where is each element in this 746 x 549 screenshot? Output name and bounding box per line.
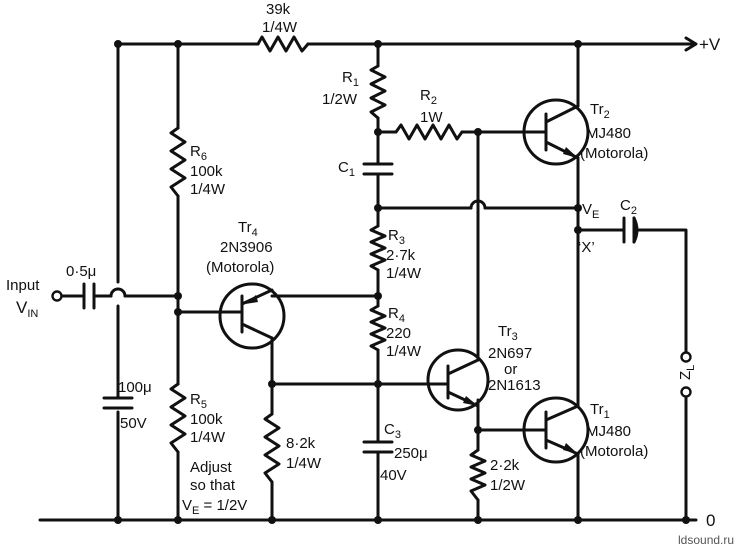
input-label: Input xyxy=(6,277,40,294)
load-label: ZL xyxy=(677,365,697,380)
transistor-tr1 xyxy=(522,396,590,464)
r22-power: 1/2W xyxy=(490,477,526,494)
ground-label: 0 xyxy=(706,511,715,530)
r6-value: 100k xyxy=(190,163,223,180)
ve-label: VE xyxy=(582,201,599,221)
c3-label: C3 xyxy=(384,421,401,441)
input-terminal xyxy=(51,290,63,302)
tr2-label: Tr2 xyxy=(590,101,610,121)
transistor-tr3 xyxy=(426,348,490,412)
load-terminal-top xyxy=(680,351,692,363)
tr1-maker: (Motorola) xyxy=(580,443,648,460)
capacitor-c2 xyxy=(622,216,639,244)
c2-label: C2 xyxy=(620,197,637,217)
transistor-tr2 xyxy=(522,98,590,166)
resistor-r3 xyxy=(369,224,387,272)
r5-label: R5 xyxy=(190,391,207,411)
r3-power: 1/4W xyxy=(386,265,422,282)
c3-value: 250μ xyxy=(394,445,428,462)
r22-value: 2·2k xyxy=(490,457,520,474)
r4-power: 1/4W xyxy=(386,343,422,360)
capacitor-100u xyxy=(102,396,134,410)
tr2-maker: (Motorola) xyxy=(580,145,648,162)
tr3-label: Tr3 xyxy=(498,323,518,343)
watermark: ldsound.ru xyxy=(678,533,734,547)
tr3-alt: 2N1613 xyxy=(488,377,541,394)
r82-power: 1/4W xyxy=(286,455,322,472)
r82-value: 8·2k xyxy=(286,435,316,452)
input-cap-label: 0·5μ xyxy=(66,263,96,280)
resistor-r2 xyxy=(394,123,464,141)
tr3-part: 2N697 xyxy=(488,345,532,362)
capacitor-c3 xyxy=(362,418,394,472)
r2-power: 1W xyxy=(420,109,443,126)
positive-rail-label: +V xyxy=(699,35,721,54)
tr1-label: Tr1 xyxy=(590,401,610,421)
r3-label: R3 xyxy=(388,227,405,247)
load-terminal-bottom xyxy=(680,386,692,398)
c3-voltage: 40V xyxy=(380,467,407,484)
r6-power: 1/4W xyxy=(190,181,226,198)
tr3-or: or xyxy=(504,361,517,378)
r5-power: 1/4W xyxy=(190,429,226,446)
r-top-value: 39k xyxy=(266,1,291,18)
junctions xyxy=(114,40,690,524)
x-node-label: ‘X’ xyxy=(578,239,595,256)
resistor-r6 xyxy=(169,126,187,198)
tr2-part: MJ480 xyxy=(586,125,631,142)
r2-label: R2 xyxy=(420,87,437,107)
r1-power: 1/2W xyxy=(322,91,358,108)
tr4-maker: (Motorola) xyxy=(206,259,274,276)
adjust-note-line3: VE = 1/2V xyxy=(182,497,247,517)
tr1-part: MJ480 xyxy=(586,423,631,440)
r3-value: 2·7k xyxy=(386,247,416,264)
r6-label: R6 xyxy=(190,143,207,163)
r4-label: R4 xyxy=(388,305,405,325)
r5-value: 100k xyxy=(190,411,223,428)
resistor-r4 xyxy=(369,304,387,352)
resistor-r5 xyxy=(169,382,187,454)
tr4-label: Tr4 xyxy=(238,219,258,239)
resistor-8k2 xyxy=(263,412,281,484)
r-top-power: 1/4W xyxy=(262,19,298,36)
r4-value: 220 xyxy=(386,325,411,342)
vin-label: VIN xyxy=(16,298,38,320)
adjust-note-line1: Adjust xyxy=(190,459,233,476)
capacitor-input xyxy=(82,282,96,310)
resistor-r1 xyxy=(369,64,387,120)
c1-label: C1 xyxy=(338,159,355,179)
transistor-tr4 xyxy=(218,282,286,350)
capacitor-c1 xyxy=(362,148,394,190)
r1-label: R1 xyxy=(342,69,359,89)
resistor-39k xyxy=(256,35,310,53)
resistor-2k2 xyxy=(469,448,487,502)
tr4-part: 2N3906 xyxy=(220,239,273,256)
cbias-value: 100μ xyxy=(118,379,152,396)
adjust-note-line2: so that xyxy=(190,477,236,494)
cbias-voltage: 50V xyxy=(120,415,147,432)
